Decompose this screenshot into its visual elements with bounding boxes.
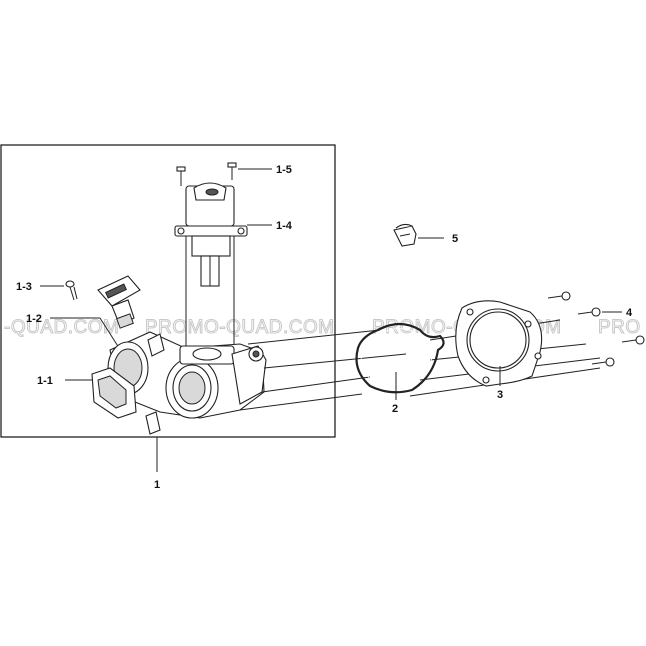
bolt-4-b <box>577 307 601 317</box>
throttle-position-sensor <box>97 275 141 329</box>
label-2: 2 <box>392 403 398 415</box>
label-3: 3 <box>497 389 503 401</box>
label-1-2: 1-2 <box>26 313 42 325</box>
bolt-4-d <box>591 357 615 367</box>
guide-line-d <box>239 393 363 411</box>
watermark-edge: PRO <box>598 317 641 338</box>
label-1: 1 <box>154 479 160 491</box>
label-1-1: 1-1 <box>37 375 53 387</box>
label-4: 4 <box>626 307 633 319</box>
throttle-connector <box>91 367 137 419</box>
screw-1-3 <box>65 280 78 301</box>
label-5: 5 <box>452 233 458 245</box>
label-1-4: 1-4 <box>276 220 293 232</box>
screw-1-5-right <box>227 162 237 180</box>
idle-air-control-valve <box>174 182 248 287</box>
guide-line-a <box>247 329 381 345</box>
screw-1-5-left <box>176 166 186 186</box>
cap-5 <box>393 223 417 247</box>
bolt-4-c <box>621 335 645 345</box>
bolt-4-a <box>547 291 571 301</box>
throttle-body <box>107 331 267 435</box>
gasket-o-ring <box>355 322 445 394</box>
insulator-plate <box>455 300 543 387</box>
guide-line-c <box>261 376 371 393</box>
guide-line-b <box>263 353 407 369</box>
label-1-3: 1-3 <box>16 281 32 293</box>
watermark-left: -QUAD.COM <box>4 317 119 338</box>
label-1-5: 1-5 <box>276 164 292 176</box>
assembly-frame <box>0 144 336 438</box>
watermark-center: PROMO-QUAD.COM <box>145 317 335 338</box>
